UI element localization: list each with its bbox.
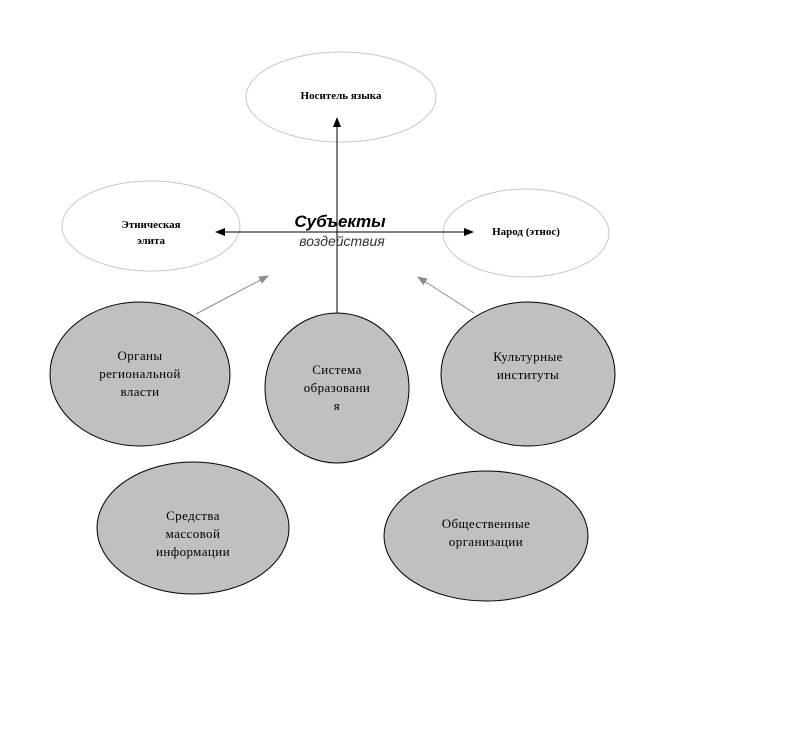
node-public-organizations-label: Общественные организации bbox=[441, 516, 531, 549]
center-subtitle: воздействия bbox=[299, 233, 385, 249]
node-regional-authorities-shape bbox=[49, 301, 231, 447]
arrow-from-regional-authorities bbox=[195, 275, 269, 315]
node-people-shape bbox=[442, 188, 610, 278]
node-cultural-institutes-shape bbox=[440, 301, 616, 447]
node-regional-authorities-label: Органы региональной власти bbox=[99, 348, 181, 399]
node-people-label: Народ (этнос) bbox=[492, 226, 560, 238]
node-language-carrier-label: Носитель языка bbox=[300, 90, 382, 102]
node-ethnic-elite-shape bbox=[61, 180, 241, 272]
node-language-carrier-shape bbox=[245, 51, 437, 143]
node-ethnic-elite-label: Этническая элита bbox=[121, 219, 181, 247]
node-mass-media-label: Средства массовой информации bbox=[156, 508, 230, 559]
node-education-system-label: Система образовани я bbox=[303, 362, 371, 413]
center-title: Субъекты bbox=[294, 212, 386, 231]
node-public-organizations-shape bbox=[383, 470, 589, 602]
node-mass-media-shape bbox=[96, 461, 290, 595]
arrow-from-cultural-institutes bbox=[417, 276, 475, 314]
node-cultural-institutes-label: Культурные институты bbox=[493, 349, 563, 382]
